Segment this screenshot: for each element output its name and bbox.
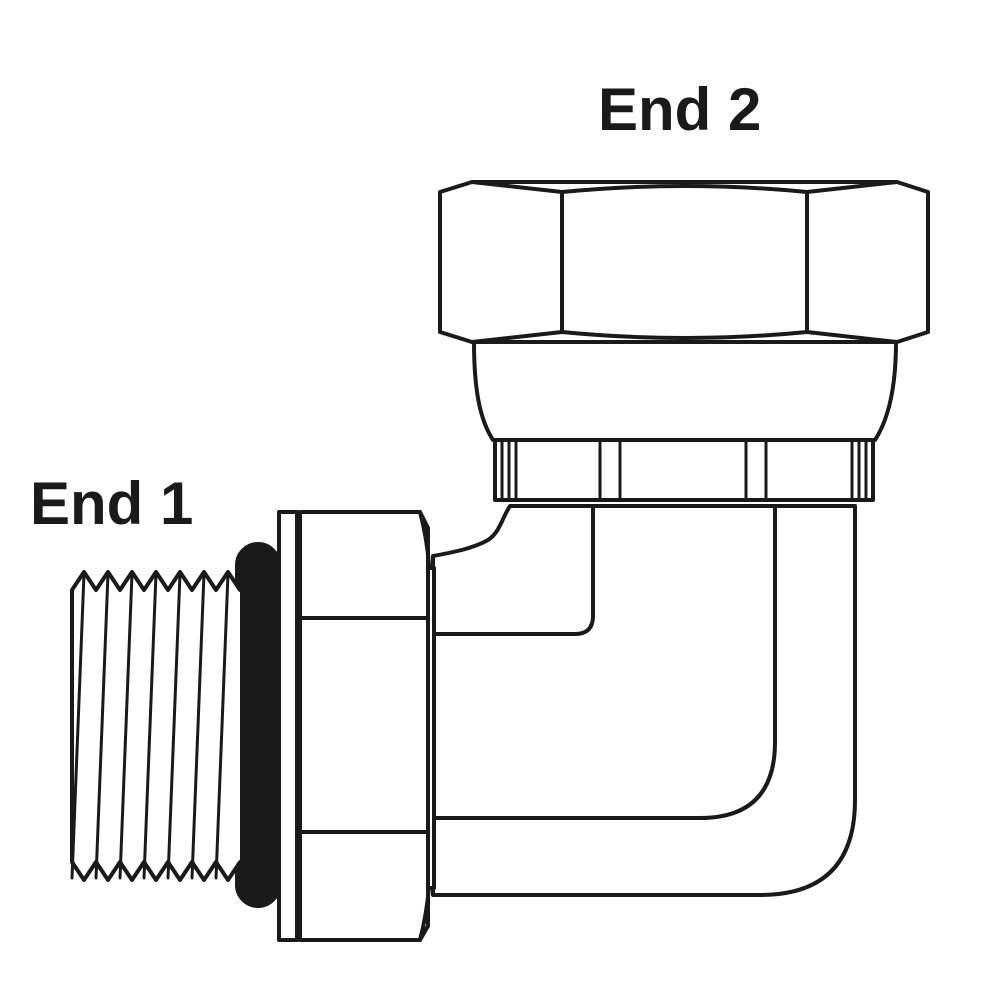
elbow-body [431,504,857,897]
end2-label: End 2 [598,76,762,143]
end2-chamfer-skirt [472,340,898,442]
thread-crest-line [190,572,206,880]
thread-crest-line [70,572,86,880]
thread-crest-line [214,572,230,880]
end1-port-end [70,510,436,942]
thread-outline [70,570,244,882]
end2-swivel-nut [438,180,930,502]
thread-crest-line [166,572,182,880]
thread-crest-line [118,572,134,880]
end1-hex-body [298,510,430,942]
elbow-outer-shell [431,504,857,897]
end1-washer [277,510,299,942]
end1-hex-neck [426,566,436,890]
thread-crest-line [94,572,110,880]
elbow-upper-step-line [431,504,595,636]
thread-crest-line [142,572,158,880]
end1-thread [70,570,244,882]
elbow-inner-bend-line [431,504,777,820]
end2-ring [493,438,875,502]
end1-label: End 1 [30,470,194,537]
end2-hex-nut [438,180,930,344]
